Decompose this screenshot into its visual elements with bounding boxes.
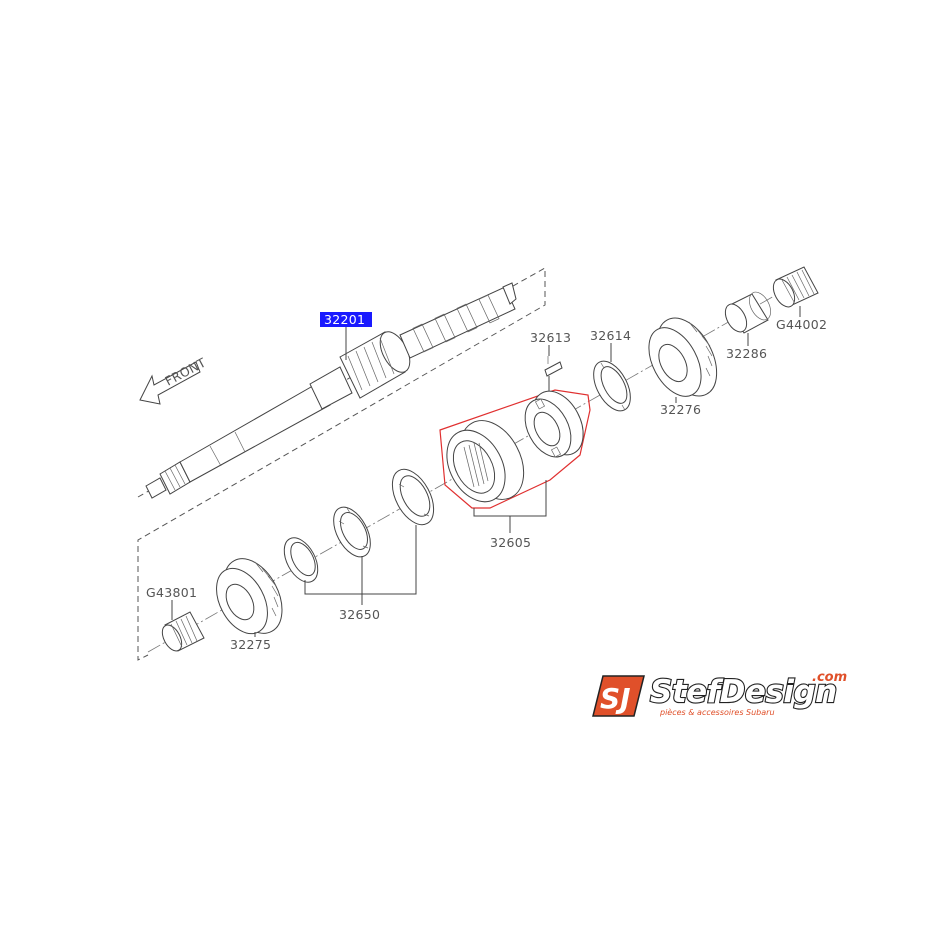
group-outline-32605 xyxy=(439,389,591,509)
main-shaft[interactable] xyxy=(145,282,517,499)
part-G44002[interactable] xyxy=(769,266,819,310)
part-label-32650[interactable]: 32650 xyxy=(339,607,380,622)
logo-tagline: pièces & accessoires Subaru xyxy=(659,707,775,717)
part-label-32613[interactable]: 32613 xyxy=(530,330,571,345)
front-label: FRONT xyxy=(162,355,208,389)
stefdesign-logo[interactable]: SJ StefDesign .com pièces & accessoires … xyxy=(592,670,847,717)
part-32275[interactable] xyxy=(206,549,294,643)
part-32650-ring-1[interactable] xyxy=(384,463,442,532)
logo-badge xyxy=(592,675,645,717)
part-32614[interactable] xyxy=(586,355,638,417)
part-32613[interactable] xyxy=(544,356,563,392)
part-32650-ring-2[interactable] xyxy=(326,501,378,563)
logo-domain: .com xyxy=(812,670,847,685)
part-label-32201[interactable]: 32201 xyxy=(324,312,365,327)
part-label-32275[interactable]: 32275 xyxy=(230,637,271,652)
part-label-32286[interactable]: 32286 xyxy=(726,346,767,361)
part-label-G44002[interactable]: G44002 xyxy=(776,317,827,332)
logo-badge-letters: SJ xyxy=(600,682,631,715)
part-32276[interactable] xyxy=(638,308,729,406)
part-32650-ring-3[interactable] xyxy=(277,532,324,588)
part-32605-sleeve[interactable] xyxy=(435,410,536,512)
part-label-32605[interactable]: 32605 xyxy=(490,535,531,550)
assembly-boundary xyxy=(137,267,546,661)
part-label-32614[interactable]: 32614 xyxy=(590,328,631,343)
part-label-32201-highlight xyxy=(320,312,372,327)
logo-name: StefDesign xyxy=(650,674,837,710)
part-label-G43801[interactable]: G43801 xyxy=(146,585,197,600)
part-label-32276[interactable]: 32276 xyxy=(660,402,701,417)
part-32286[interactable] xyxy=(721,289,775,336)
part-32605-hub[interactable] xyxy=(516,383,594,465)
front-direction-arrow: FRONT xyxy=(139,355,208,405)
part-G43801[interactable] xyxy=(158,611,205,654)
